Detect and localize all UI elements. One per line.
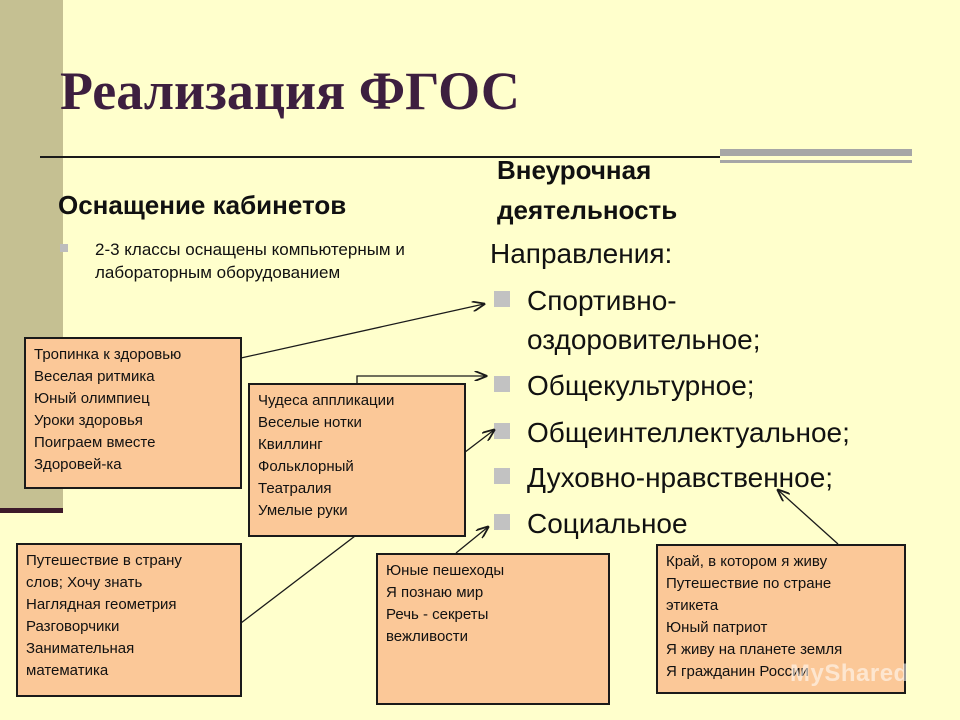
box-line: математика [26, 662, 109, 679]
slide-title: Реализация ФГОС [60, 61, 520, 121]
box-line: Умелые руки [258, 502, 348, 519]
title-accent-bar [720, 149, 912, 156]
box-line: Занимательная [26, 640, 135, 657]
box-line: Путешествие в страну [26, 552, 182, 569]
direction-text: Спортивно- [527, 285, 677, 316]
box-spiritual: Край, в котором я живу Путешествие по ст… [656, 544, 906, 694]
arrow-social-to-social [455, 527, 488, 554]
box-line: Веселые нотки [258, 414, 362, 431]
box-line: Чудеса аппликации [258, 392, 395, 409]
directions-label: Направления: [490, 238, 673, 269]
box-line: Поиграем вместе [34, 434, 156, 451]
title-underline [40, 156, 720, 158]
box-line: Квиллинг [258, 436, 323, 453]
arrow-health-to-sport [240, 304, 484, 359]
direction-text: Общекультурное; [527, 370, 755, 401]
title-accent-bar-thin [720, 160, 912, 163]
watermark: MyShared [790, 660, 909, 687]
box-line: Я познаю мир [386, 584, 484, 601]
box-line: Юные пешеходы [386, 562, 505, 579]
box-line: Путешествие по стране [666, 575, 832, 592]
arrow-culture-to-general [356, 376, 486, 383]
box-line: Я гражданин России [666, 663, 809, 680]
left-heading: Оснащение кабинетов [58, 190, 347, 220]
bullet-square-icon [494, 468, 510, 484]
box-health: Тропинка к здоровью Веселая ритмика Юный… [24, 337, 242, 489]
box-line: Юный патриот [666, 619, 768, 636]
box-culture: Чудеса аппликации Веселые нотки Квиллинг… [248, 383, 466, 537]
box-line: Юный олимпиец [34, 390, 150, 407]
box-line: Здоровей-ка [34, 456, 122, 473]
bullet-square-icon [494, 423, 510, 439]
box-line: Театралия [258, 480, 332, 497]
box-intellect: Путешествие в страну слов; Хочу знать На… [16, 543, 242, 697]
direction-text: Общеинтеллектуальное; [527, 417, 850, 448]
box-line: этикета [666, 597, 719, 614]
bullet-square-icon [494, 291, 510, 307]
right-heading: Внеурочная деятельность [497, 150, 727, 230]
right-heading-text: Внеурочная деятельность [497, 155, 678, 225]
box-line: Тропинка к здоровью [34, 346, 182, 363]
box-line: Разговорчики [26, 618, 120, 635]
arrow-spiritual-to-moral [778, 490, 839, 545]
box-social: Юные пешеходы Я познаю мир Речь - секрет… [376, 553, 610, 705]
box-line: Уроки здоровья [34, 412, 143, 429]
left-bar-foot-line [0, 508, 63, 513]
bullet-square-icon [494, 376, 510, 392]
bullet-square-icon [60, 244, 68, 252]
box-line: Наглядная геометрия [26, 596, 177, 613]
direction-text: оздоровительное; [527, 324, 761, 355]
box-line: Речь - секреты [386, 606, 489, 623]
direction-text: Социальное [527, 508, 688, 539]
box-line: вежливости [386, 628, 469, 645]
box-line: Край, в котором я живу [666, 553, 828, 570]
left-bullet-text: 2-3 классы оснащены компьютерным и лабор… [95, 240, 405, 282]
box-line: Веселая ритмика [34, 368, 155, 385]
bullet-square-icon [494, 514, 510, 530]
box-line: Фольклорный [258, 458, 354, 475]
box-line: Я живу на планете земля [666, 641, 843, 658]
box-line: слов; Хочу знать [26, 574, 143, 591]
